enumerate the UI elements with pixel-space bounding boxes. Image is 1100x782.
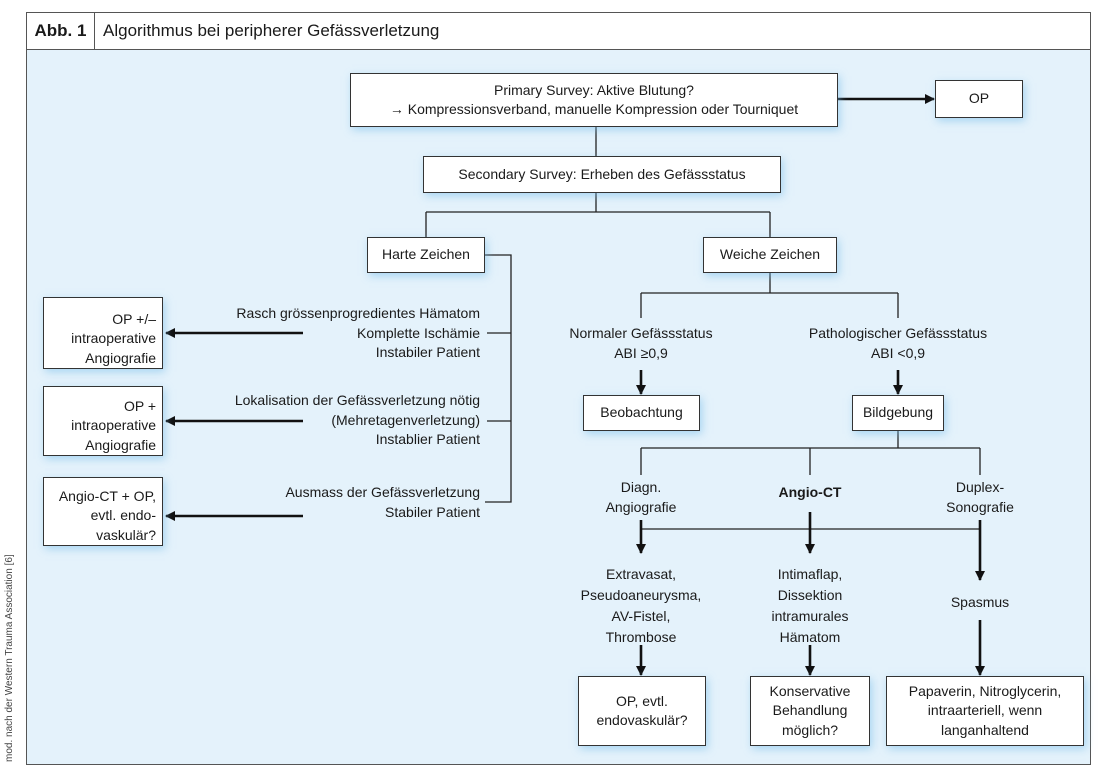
finding-line: Dissektion [777, 587, 843, 603]
criteria-line: Stabiler Patient [385, 503, 480, 520]
op-box: OP [935, 80, 1023, 118]
hard-result-1: OP +/– intraoperative Angiografie [43, 297, 163, 369]
hard-result-2: OP + intraoperative Angiografie [43, 386, 163, 456]
method-duplex: Duplex- Sonografie [946, 478, 1014, 517]
finding-line: Hämatom [779, 629, 841, 645]
finding-line: Intimaflap, [777, 566, 843, 582]
method-line: Duplex- [955, 479, 1005, 495]
result-line: vaskulär? [96, 526, 156, 543]
treatment-line: Konservative [769, 682, 851, 699]
treatment-line: endovaskulär? [596, 712, 688, 728]
line-imaging-split [640, 430, 981, 475]
result-line: Angiografie [85, 436, 156, 453]
pathologic-status-text: Pathologischer Gefässstatus ABI <0,9 [809, 324, 987, 363]
finding-line: Thrombose [605, 629, 677, 645]
soft-signs-box: Weiche Zeichen [703, 237, 837, 273]
method-line: Diagn. [620, 479, 662, 495]
primary-line-1: Primary Survey: Aktive Blutung? [494, 81, 694, 98]
result-line: OP + [123, 397, 156, 414]
hard-bracket [485, 254, 512, 503]
treatment-op: OP, evtl. endovaskulär? [578, 676, 706, 746]
result-line: Angio-CT + OP, [58, 487, 156, 504]
criteria-line: Instablier Patient [375, 431, 480, 447]
source-note: mod. nach der Western Trauma Association… [4, 554, 15, 762]
status-line: ABI ≥0,9 [614, 344, 668, 361]
treatment-papaverin: Papaverin, Nitroglycerin, intraarteriell… [886, 676, 1084, 746]
treatment-line: OP, evtl. [616, 692, 668, 709]
line-secondary-split [425, 192, 771, 237]
method-angio-ct: Angio-CT [778, 484, 842, 500]
finding-line: AV-Fistel, [611, 608, 671, 624]
finding-duplex: Spasmus [950, 594, 1010, 610]
treatment-conservative: Konservative Behandlung möglich? [750, 676, 870, 746]
finding-angiography: Extravasat, Pseudoaneurysma, AV-Fistel, … [581, 564, 702, 648]
criteria-line: Rasch grössenprogredientes Hämatom [236, 305, 480, 321]
treatment-line: intraarteriell, wenn [927, 702, 1043, 719]
line-soft-split [640, 272, 899, 318]
criteria-line: Ausmass der Gefässverletzung [285, 484, 480, 500]
method-angiography: Diagn. Angiografie [606, 478, 677, 517]
treatment-line: langanhaltend [941, 721, 1029, 738]
result-line: evtl. endo- [90, 507, 156, 523]
finding-line: Pseudoaneurysma, [580, 587, 702, 603]
hard-result-3: Angio-CT + OP, evtl. endo- vaskulär? [43, 477, 163, 546]
finding-line: Extravasat, [605, 566, 677, 582]
primary-line-2: → Kompressionsverband, manuelle Kompress… [389, 101, 799, 117]
primary-survey-box: Primary Survey: Aktive Blutung? → Kompre… [350, 73, 838, 127]
criteria-line: Instabiler Patient [375, 344, 480, 360]
criteria-line: (Mehretagenverletzung) [331, 411, 480, 428]
method-line: Angiografie [605, 498, 677, 515]
hard-criteria-3: Ausmass der Gefässverletzung Stabiler Pa… [285, 483, 480, 522]
finding-angio-ct: Intimaflap, Dissektion intramurales Häma… [771, 564, 848, 648]
secondary-survey-box: Secondary Survey: Erheben des Gefässstat… [423, 156, 781, 193]
figure-frame: Abb. 1 Algorithmus bei peripherer Gefäss… [26, 12, 1091, 765]
imaging-box: Bildgebung [852, 395, 944, 431]
figure-header: Abb. 1 Algorithmus bei peripherer Gefäss… [27, 13, 1090, 50]
result-line: OP +/– [112, 310, 156, 327]
status-line: Normaler Gefässstatus [569, 325, 713, 341]
result-line: intraoperative [71, 330, 156, 346]
result-line: Angiografie [85, 349, 156, 366]
criteria-line: Lokalisation der Gefässverletzung nötig [234, 392, 480, 408]
result-line: intraoperative [71, 417, 156, 433]
hard-signs-box: Harte Zeichen [367, 237, 485, 273]
figure-title: Algorithmus bei peripherer Gefässverletz… [103, 21, 440, 40]
observation-box: Beobachtung [583, 395, 700, 431]
finding-line: intramurales [771, 608, 849, 624]
treatment-line: Behandlung [772, 702, 848, 719]
hard-criteria-1: Rasch grössenprogredientes Hämatom Kompl… [236, 304, 480, 363]
treatment-line: Papaverin, Nitroglycerin, [908, 682, 1062, 699]
figure-label: Abb. 1 [27, 13, 95, 49]
treatment-line: möglich? [781, 721, 839, 738]
status-line: Pathologischer Gefässstatus [808, 325, 988, 341]
status-line: ABI <0,9 [870, 344, 926, 361]
criteria-line: Komplette Ischämie [357, 324, 480, 341]
method-line: Sonografie [946, 498, 1014, 515]
hard-criteria-2: Lokalisation der Gefässverletzung nötig … [235, 391, 480, 450]
normal-status-text: Normaler Gefässstatus ABI ≥0,9 [569, 324, 712, 363]
